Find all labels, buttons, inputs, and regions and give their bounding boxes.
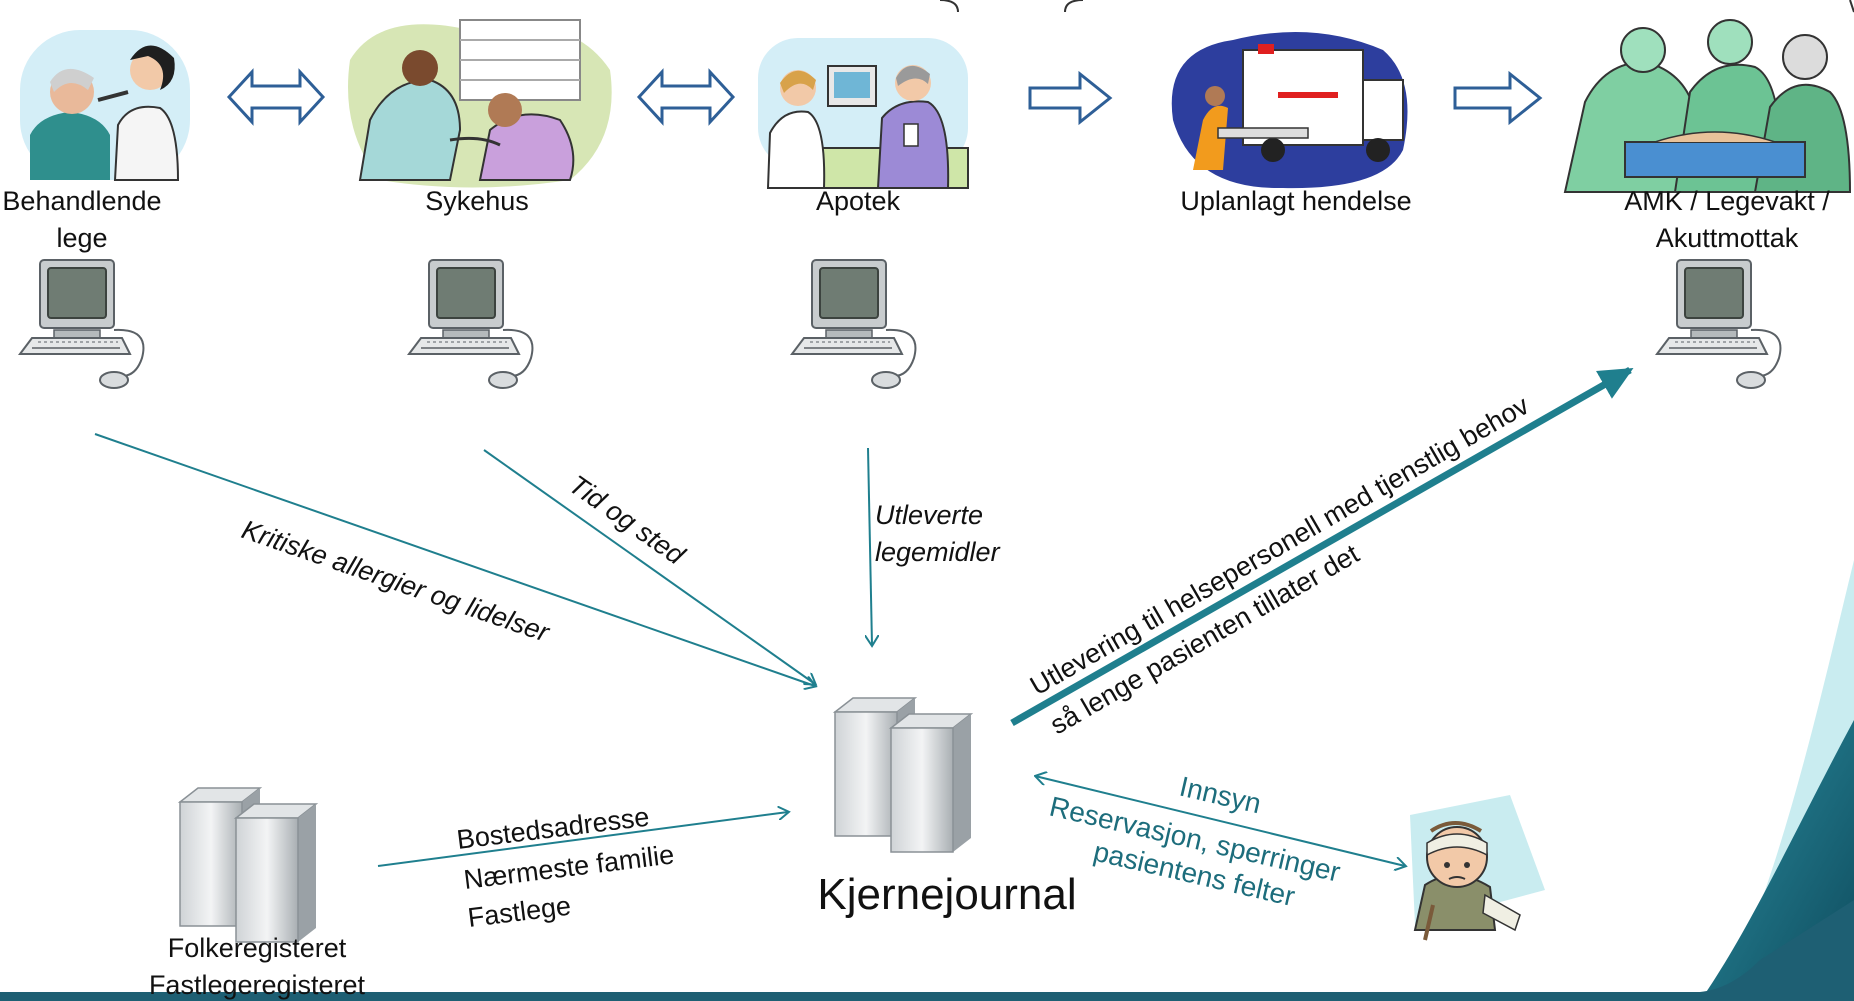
patient-illustration	[1410, 795, 1545, 941]
label-uplanlagt-hendelse: Uplanlagt hendelse	[1180, 186, 1411, 216]
label-utleverte-2: legemidler	[875, 537, 1001, 567]
ambulance-illustration	[1171, 32, 1408, 189]
bracket-right-start	[1064, 0, 1084, 13]
arrow-apotek-to-kjernejournal	[868, 447, 872, 645]
label-kritiske-allergier: Kritiske allergier og lidelser	[238, 514, 554, 648]
label-utleverte-1: Utleverte	[875, 500, 983, 530]
label-fastlegeregisteret: Fastlegeregisteret	[149, 970, 366, 1000]
arrow-kjernejournal-to-amk	[1010, 366, 1634, 727]
label-kjernejournal: Kjernejournal	[817, 870, 1076, 919]
label-sykehus: Sykehus	[425, 186, 529, 216]
hospital-illustration	[348, 19, 612, 188]
label-behandlende-lege-1: Behandlende	[2, 186, 161, 216]
right-arrow-1	[1028, 70, 1113, 126]
computer-icon-apotek	[790, 259, 917, 389]
label-innsyn: Innsyn	[1177, 771, 1264, 820]
label-amk-2: Akuttmottak	[1656, 223, 1799, 253]
label-behandlende-lege-2: lege	[56, 223, 107, 253]
double-arrow-1	[226, 68, 326, 126]
bracket-right-end	[1849, 0, 1854, 13]
doctor-patient-illustration	[20, 30, 190, 181]
arrow-sykehus-to-kjernejournal	[483, 449, 815, 684]
double-arrow-2	[636, 68, 736, 126]
bracket-mid-end	[939, 0, 959, 13]
label-apotek: Apotek	[816, 186, 901, 216]
label-folkeregisteret: Folkeregisteret	[168, 933, 347, 963]
right-arrow-2	[1453, 70, 1543, 126]
kjernejournal-server-icon	[832, 697, 974, 853]
label-amk-1: AMK / Legevakt /	[1624, 186, 1830, 216]
label-fastlege: Fastlege	[466, 891, 572, 933]
arrow-kjernejournal-pasient	[1035, 776, 1405, 866]
label-utlevering-1: Utlevering til helsepersonell med tjenst…	[1025, 390, 1534, 701]
slide-swoosh	[0, 560, 1854, 1001]
arrow-registers-to-kjernejournal	[377, 812, 788, 867]
computer-icon-sykehus	[407, 259, 534, 389]
computer-icon-amk	[1655, 259, 1782, 389]
register-server-icon	[177, 787, 319, 943]
computer-icon-lege	[18, 259, 145, 389]
pharmacy-illustration	[758, 38, 969, 189]
arrow-lege-to-kjernejournal	[94, 433, 815, 686]
surgeons-illustration	[1563, 19, 1852, 193]
